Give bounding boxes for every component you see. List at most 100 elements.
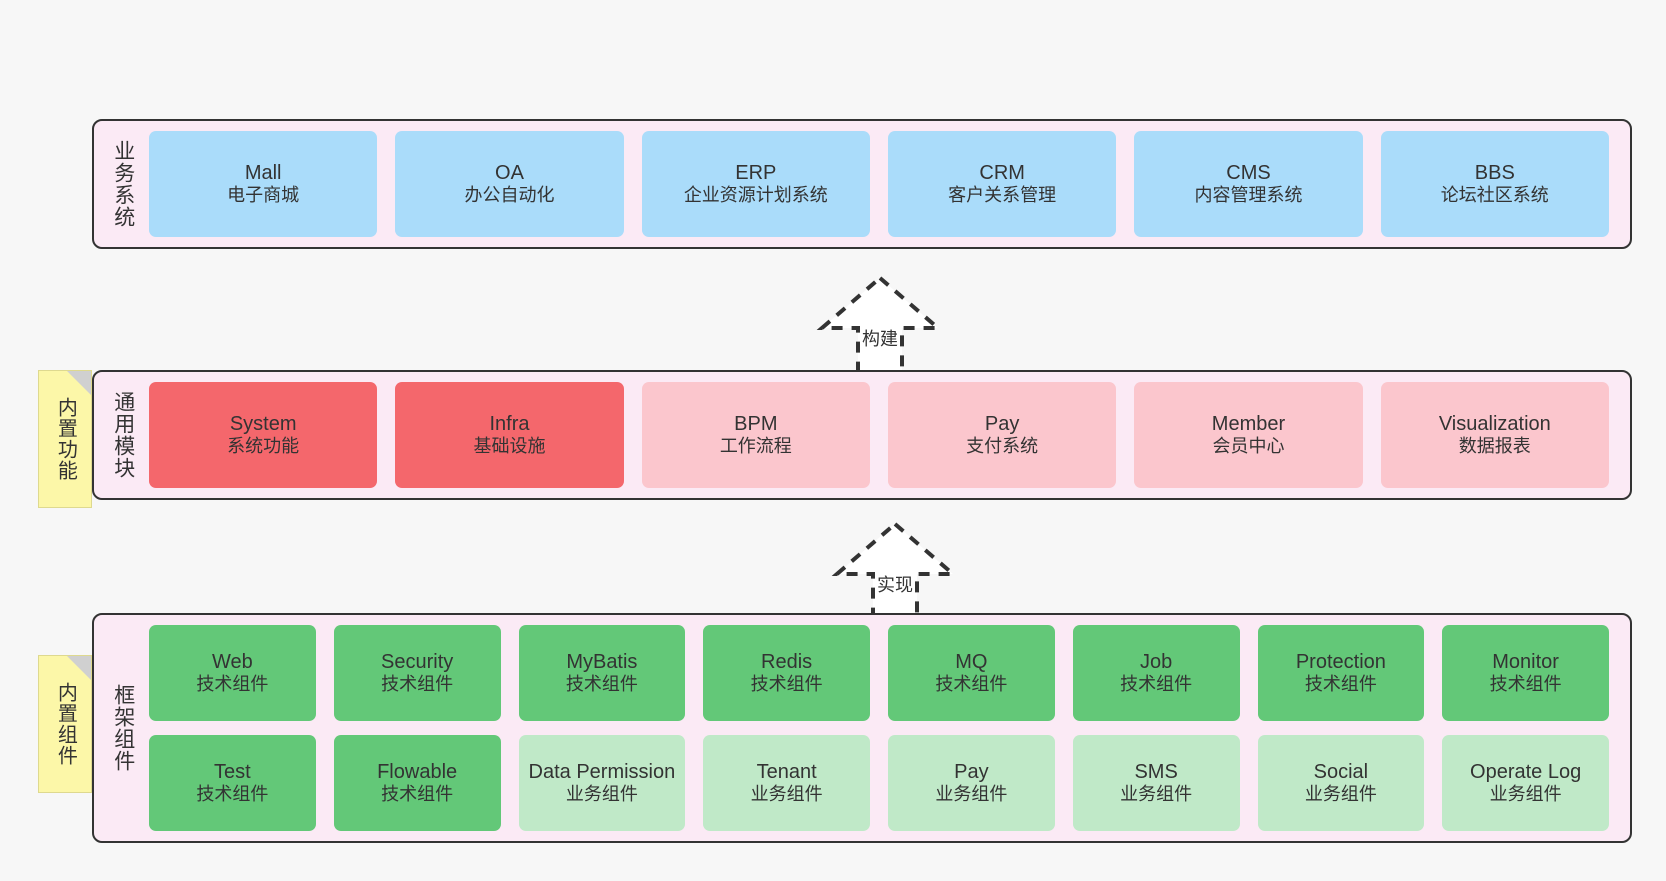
card-social[interactable]: Social 业务组件: [1257, 735, 1425, 831]
card-title-cn: 基础设施: [473, 436, 546, 457]
card-title-cn: 业务组件: [1489, 784, 1562, 805]
card-title-en: System: [229, 412, 297, 435]
card-title-en: Protection: [1295, 650, 1386, 673]
card-title-en: Data Permission: [528, 760, 676, 783]
card-title-en: Mall: [244, 161, 282, 184]
card-tenant[interactable]: Tenant 业务组件: [703, 735, 870, 831]
layer-business-system: 业务系统 Mall 电子商城 OA 办公自动化 ERP 企业资源计划系统 CRM…: [92, 119, 1632, 249]
card-visualization[interactable]: Visualization 数据报表: [1380, 382, 1609, 488]
connector-implement: 实现: [815, 518, 975, 623]
card-title-cn: 业务组件: [1304, 784, 1377, 805]
card-title-en: Redis: [761, 650, 813, 673]
card-protection[interactable]: Protection 技术组件: [1257, 625, 1425, 721]
card-pay-component[interactable]: Pay 业务组件: [888, 735, 1055, 831]
card-title-cn: 技术组件: [196, 674, 269, 695]
card-title-cn: 技术组件: [196, 784, 269, 805]
framework-row-business: Test 技术组件 Flowable 技术组件 Data Permission …: [140, 735, 1618, 831]
card-title-en: MQ: [955, 650, 988, 673]
sticky-note-builtin-component[interactable]: 内置组件: [38, 655, 92, 793]
card-title-cn: 客户关系管理: [948, 185, 1057, 206]
framework-row-technical: Web 技术组件 Security 技术组件 MyBatis 技术组件 Redi…: [140, 625, 1618, 721]
card-title-cn: 技术组件: [1120, 674, 1193, 695]
card-system[interactable]: System 系统功能: [149, 382, 378, 488]
card-security[interactable]: Security 技术组件: [333, 625, 501, 721]
framework-component-card-group: Web 技术组件 Security 技术组件 MyBatis 技术组件 Redi…: [140, 625, 1618, 831]
card-bpm[interactable]: BPM 工作流程: [641, 382, 870, 488]
card-title-en: Infra: [489, 412, 530, 435]
card-title-en: Flowable: [377, 760, 458, 783]
card-title-cn: 电子商城: [227, 185, 300, 206]
card-title-en: CRM: [979, 161, 1025, 184]
business-system-card-group: Mall 电子商城 OA 办公自动化 ERP 企业资源计划系统 CRM 客户关系…: [140, 131, 1618, 237]
card-title-en: Security: [381, 650, 454, 673]
card-title-cn: 会员中心: [1212, 436, 1285, 457]
card-title-cn: 系统功能: [227, 436, 300, 457]
card-title-en: Web: [211, 650, 253, 673]
sticky-note-builtin-function[interactable]: 内置功能: [38, 370, 92, 508]
card-oa[interactable]: OA 办公自动化: [395, 131, 624, 237]
card-title-cn: 支付系统: [966, 436, 1039, 457]
card-title-cn: 内容管理系统: [1194, 185, 1303, 206]
card-sms[interactable]: SMS 业务组件: [1072, 735, 1240, 831]
card-title-cn: 论坛社区系统: [1440, 185, 1549, 206]
card-title-en: Social: [1313, 760, 1369, 783]
card-title-en: CMS: [1226, 161, 1271, 184]
connector-implement-label: 实现: [877, 575, 913, 595]
card-title-cn: 技术组件: [1304, 674, 1377, 695]
card-title-en: SMS: [1134, 760, 1178, 783]
card-member[interactable]: Member 会员中心: [1134, 382, 1363, 488]
card-bbs[interactable]: BBS 论坛社区系统: [1380, 131, 1609, 237]
card-title-cn: 技术组件: [935, 674, 1008, 695]
card-flowable[interactable]: Flowable 技术组件: [333, 735, 501, 831]
card-pay-module[interactable]: Pay 支付系统: [887, 382, 1117, 488]
card-title-en: BBS: [1474, 161, 1515, 184]
card-title-en: Member: [1211, 412, 1286, 435]
card-title-cn: 技术组件: [381, 674, 454, 695]
card-title-en: Operate Log: [1470, 760, 1582, 783]
card-title-cn: 办公自动化: [464, 185, 555, 206]
card-title-en: Monitor: [1492, 650, 1559, 673]
card-test[interactable]: Test 技术组件: [149, 735, 316, 831]
card-title-en: ERP: [735, 161, 777, 184]
card-title-cn: 业务组件: [750, 784, 823, 805]
layer-title-common-module: 通用模块: [111, 391, 135, 479]
card-title-en: OA: [495, 161, 524, 184]
card-mq[interactable]: MQ 技术组件: [888, 625, 1055, 721]
layer-title-business-system: 业务系统: [111, 140, 135, 228]
card-title-en: Job: [1140, 650, 1173, 673]
card-data-permission[interactable]: Data Permission 业务组件: [518, 735, 686, 831]
card-infra[interactable]: Infra 基础设施: [395, 382, 624, 488]
card-erp[interactable]: ERP 企业资源计划系统: [641, 131, 870, 237]
card-title-cn: 数据报表: [1458, 436, 1531, 457]
card-crm[interactable]: CRM 客户关系管理: [887, 131, 1117, 237]
connector-build-label: 构建: [862, 329, 898, 349]
card-title-cn: 业务组件: [565, 784, 638, 805]
card-title-cn: 技术组件: [565, 674, 638, 695]
card-cms[interactable]: CMS 内容管理系统: [1134, 131, 1363, 237]
card-title-en: BPM: [734, 412, 778, 435]
layer-title-framework-component: 框架组件: [111, 684, 135, 772]
card-title-cn: 业务组件: [1120, 784, 1193, 805]
card-title-cn: 技术组件: [381, 784, 454, 805]
card-title-cn: 企业资源计划系统: [683, 185, 828, 206]
card-job[interactable]: Job 技术组件: [1072, 625, 1240, 721]
card-redis[interactable]: Redis 技术组件: [703, 625, 870, 721]
card-operate-log[interactable]: Operate Log 业务组件: [1442, 735, 1609, 831]
card-web[interactable]: Web 技术组件: [149, 625, 316, 721]
card-title-en: Pay: [954, 760, 989, 783]
card-monitor[interactable]: Monitor 技术组件: [1442, 625, 1609, 721]
card-title-cn: 业务组件: [935, 784, 1008, 805]
card-title-en: Visualization: [1438, 412, 1551, 435]
layer-framework-component: 框架组件 Web 技术组件 Security 技术组件 MyBatis 技术组件…: [92, 613, 1632, 843]
implement-arrow-icon: [831, 521, 959, 620]
card-title-en: Test: [214, 760, 251, 783]
card-title-en: Tenant: [756, 760, 817, 783]
card-mybatis[interactable]: MyBatis 技术组件: [518, 625, 686, 721]
build-arrow-icon: [816, 275, 944, 374]
card-mall[interactable]: Mall 电子商城: [149, 131, 378, 237]
common-module-card-group: System 系统功能 Infra 基础设施 BPM 工作流程 Pay 支付系统…: [140, 382, 1618, 488]
connector-build: 构建: [800, 272, 960, 377]
card-title-cn: 技术组件: [750, 674, 823, 695]
layer-common-module: 通用模块 System 系统功能 Infra 基础设施 BPM 工作流程 Pay…: [92, 370, 1632, 500]
